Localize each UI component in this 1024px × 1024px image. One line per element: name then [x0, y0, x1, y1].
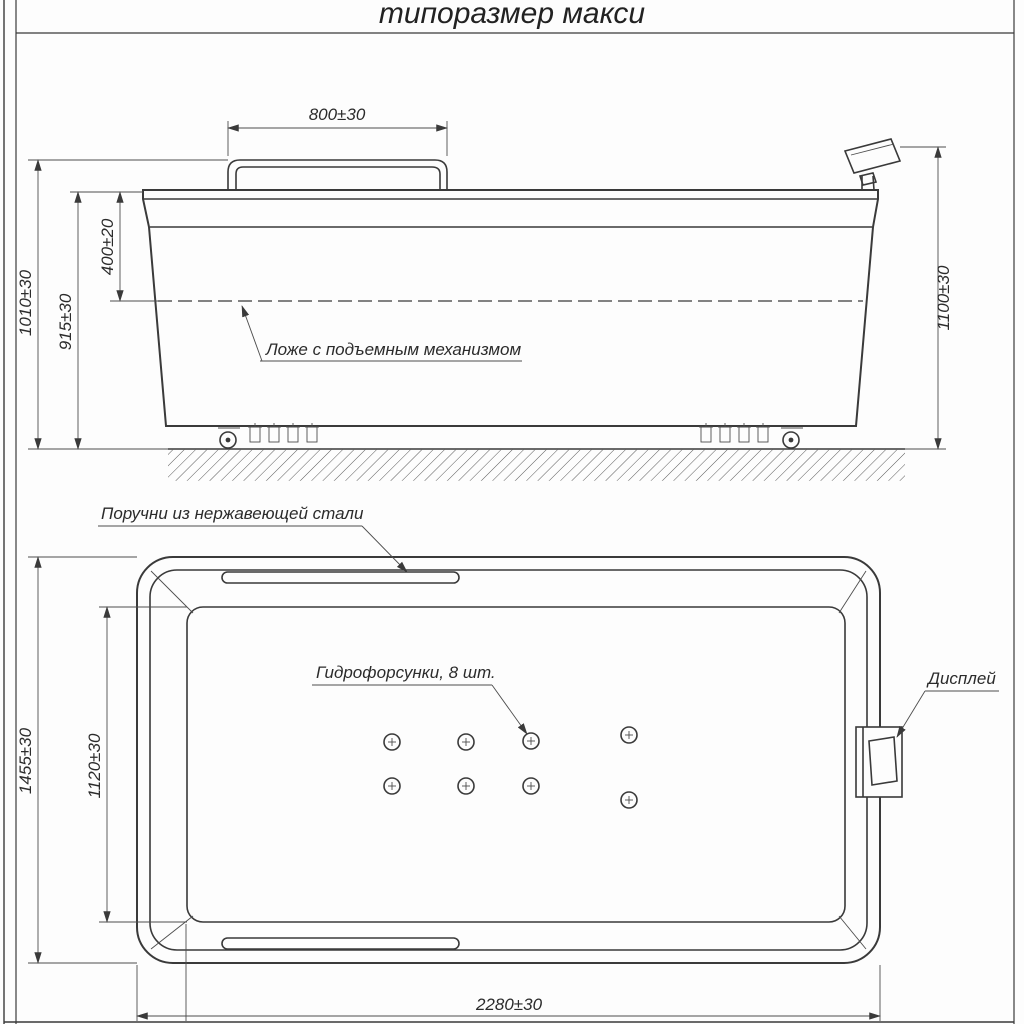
drawing-frame — [3, 0, 1015, 1024]
handrail-slot-top — [221, 571, 460, 584]
hydro-jet — [383, 777, 401, 795]
hydro-jets — [383, 726, 638, 809]
display-label: Дисплей — [926, 669, 996, 688]
display-callout: Дисплей — [896, 669, 999, 738]
dim-display-height-label: 1100±30 — [934, 265, 953, 330]
ground-hatch — [168, 448, 905, 481]
casters-left — [218, 423, 319, 449]
dim-rim-height: 915±30 — [28, 191, 168, 450]
hydro-jet — [620, 791, 638, 809]
bed-callout: Ложе с подъемным механизмом — [241, 305, 522, 362]
bed-label: Ложе с подъемным механизмом — [265, 340, 522, 359]
hydro-jet — [522, 732, 540, 750]
dim-length: 2280±30 — [136, 924, 881, 1021]
tub-basin — [186, 606, 846, 923]
dim-outer-width-label: 1455±30 — [16, 727, 35, 794]
dim-bed-depth-label: 400±20 — [98, 218, 117, 275]
page-title: типоразмер макси — [379, 0, 646, 30]
handrail-slot-bottom — [221, 937, 460, 950]
dim-inner-width: 1120±30 — [85, 606, 187, 923]
display-plan — [855, 726, 903, 798]
dim-length-label: 2280±30 — [475, 995, 543, 1014]
dim-total-height-label: 1010±30 — [16, 269, 35, 336]
plan-view: Поручни из нержавеющей стали Гидрофорсун… — [16, 504, 999, 1021]
handrail-side — [227, 159, 448, 191]
dim-display-height: 1100±30 — [900, 146, 953, 450]
hydro-jet — [383, 733, 401, 751]
jets-callout: Гидрофорсунки, 8 шт. — [312, 663, 528, 735]
handrails-callout: Поручни из нержавеющей стали — [98, 504, 408, 573]
casters-right — [699, 423, 803, 449]
dim-inner-width-label: 1120±30 — [85, 733, 104, 798]
handrails-label: Поручни из нержавеющей стали — [101, 504, 364, 523]
dim-outer-width: 1455±30 — [16, 556, 137, 964]
hydro-jet — [522, 777, 540, 795]
tub-outer-rim — [136, 556, 881, 964]
hydro-jet — [620, 726, 638, 744]
dim-total-height: 1010±30 — [16, 159, 228, 450]
dim-rim-height-label: 915±30 — [56, 293, 75, 350]
tub-middle-rim — [149, 569, 868, 951]
dim-handle-width: 800±30 — [227, 105, 448, 156]
hydro-jet — [457, 777, 475, 795]
side-view: 800±30 400±20 915±30 1010±30 1100±30 — [16, 105, 953, 481]
tub-outline — [142, 189, 879, 427]
jets-label: Гидрофорсунки, 8 шт. — [316, 663, 496, 682]
display-side — [843, 138, 902, 191]
hydro-jet — [457, 733, 475, 751]
corner-chamfers — [150, 570, 867, 950]
dim-handle-width-label: 800±30 — [309, 105, 366, 124]
dim-bed-depth: 400±20 — [70, 191, 158, 302]
